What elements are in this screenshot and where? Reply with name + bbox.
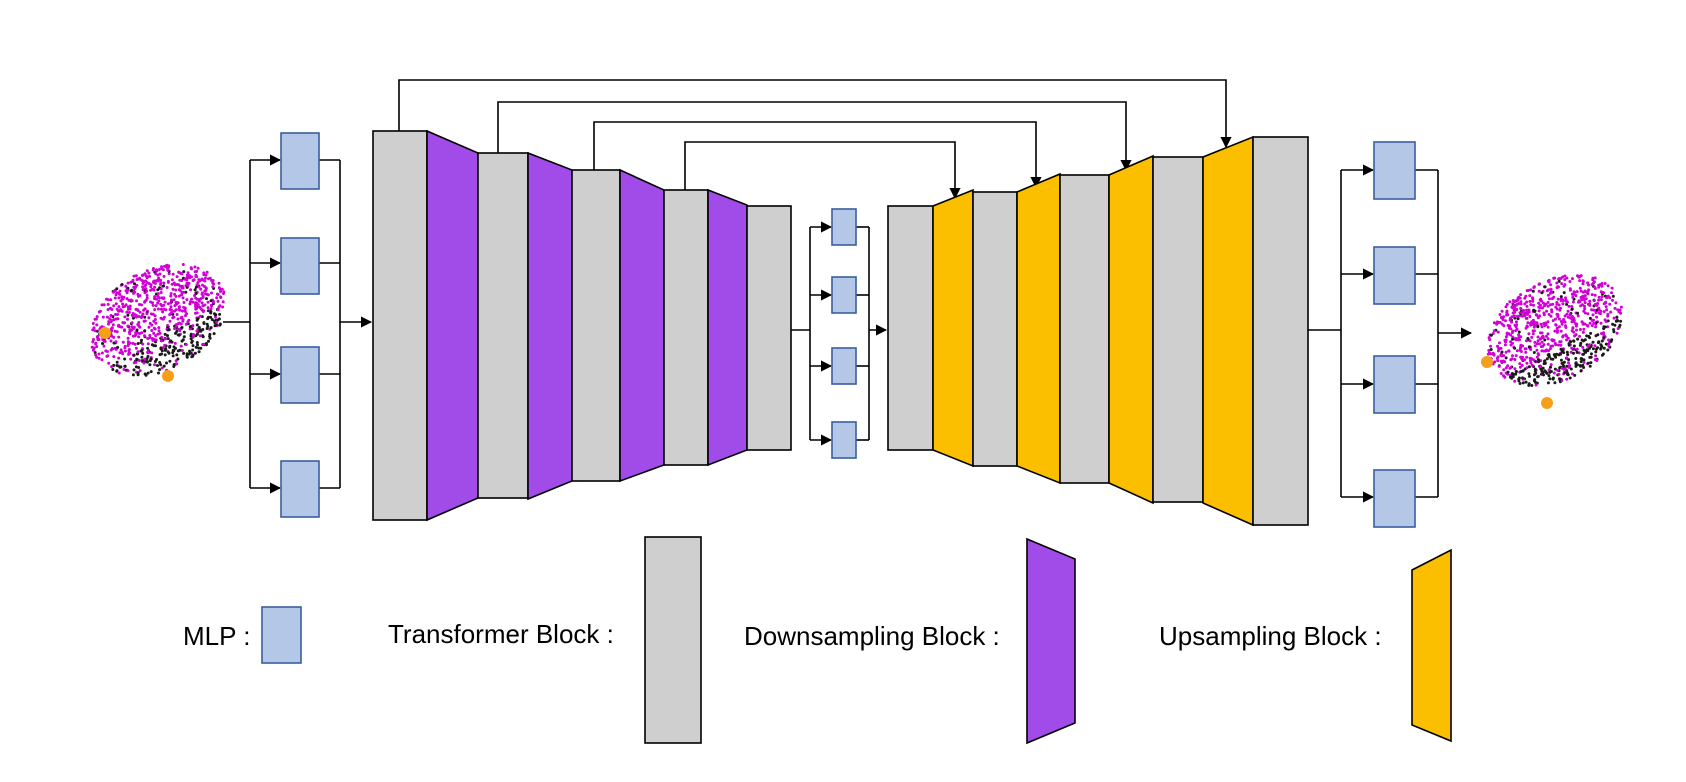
mlp-block (1373, 469, 1416, 528)
upsampling-block (1016, 172, 1061, 485)
mlp-block (280, 460, 320, 518)
legend-label-transformer: Transformer Block : (388, 619, 614, 649)
skip-connection-2 (497, 101, 1132, 172)
skip-connection-1 (398, 79, 1232, 149)
downsampling-block (426, 129, 479, 522)
transformer-block (1059, 174, 1110, 484)
legend-upsampling-swatch (1411, 548, 1452, 743)
mlp-block (280, 346, 320, 404)
downsampling-block (619, 168, 665, 483)
output-point-cloud-icon (1481, 274, 1623, 409)
legend-transformer-swatch (644, 536, 702, 744)
downsampling-block (527, 151, 573, 501)
transformer-block (1152, 156, 1204, 503)
input-point-cloud-icon (90, 263, 226, 382)
upsampling-block (932, 188, 974, 468)
transformer-block (372, 130, 428, 521)
skip-connections (398, 79, 1232, 200)
transformer-block (477, 152, 529, 499)
output-mlp-group (1308, 164, 1473, 503)
legend-mlp-swatch (261, 606, 302, 664)
mlp-block (1373, 141, 1416, 200)
mlp-block (831, 208, 857, 246)
legend-label-mlp: MLP : (183, 621, 250, 651)
legend: MLP : Transformer Block : Downsampling B… (183, 536, 1452, 745)
mlp-block (831, 276, 857, 314)
transformer-block (746, 205, 792, 451)
transformer-block (1252, 136, 1309, 526)
legend-label-downsampling: Downsampling Block : (744, 621, 1000, 651)
legend-label-upsampling: Upsampling Block : (1159, 621, 1382, 651)
input-mlp-group (223, 154, 373, 494)
mlp-block (831, 421, 857, 459)
skip-connection-3 (593, 121, 1042, 189)
mlp-block (1373, 246, 1416, 305)
legend-downsampling-swatch (1026, 537, 1076, 745)
transformer-block (887, 205, 934, 451)
transformer-block (571, 169, 621, 482)
transformer-block (972, 191, 1018, 467)
mlp-block (1373, 355, 1416, 414)
transformer-block (663, 189, 709, 466)
upsampling-block (1108, 154, 1154, 505)
skip-connection-4 (684, 141, 961, 200)
mlp-block (280, 132, 320, 190)
mlp-block (280, 237, 320, 295)
bottleneck-mlp-group (791, 221, 888, 446)
upsampling-block (1202, 135, 1254, 527)
mlp-block (831, 347, 857, 385)
downsampling-block (707, 188, 748, 467)
